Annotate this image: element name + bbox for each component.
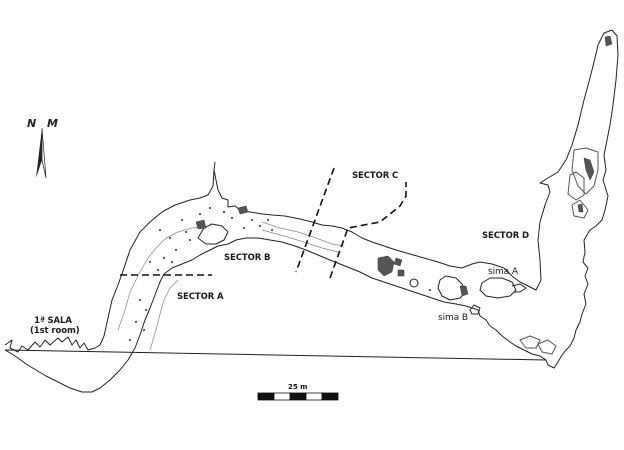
- boulder-sector-c-large: [377, 255, 395, 277]
- label-sector-d: SECTOR D: [482, 231, 529, 241]
- sector-c-inner: [261, 221, 345, 247]
- sinkhole-circle: [409, 278, 419, 288]
- cave-outline-north: [4, 29, 619, 353]
- scale-bar: [257, 392, 339, 401]
- boulder-sector-c-3: [397, 269, 405, 277]
- north-arrow: [36, 127, 47, 179]
- scale-bar-label: 25 m: [288, 383, 308, 391]
- boulder-sector-a: [195, 219, 207, 230]
- sector-d-feature-2: [567, 171, 585, 201]
- label-sector-c: SECTOR C: [352, 171, 399, 181]
- cave-outline-east: [545, 154, 609, 369]
- sector-c-inner-2: [261, 229, 339, 253]
- label-first-room-line2: (1st room): [30, 326, 80, 336]
- label-sima-a: sima A: [488, 267, 518, 277]
- cave-outline-south: [4, 237, 547, 393]
- sima-a-loop: [511, 283, 527, 293]
- boulder-north-end: [604, 35, 613, 47]
- sector-d-feature-1: [571, 147, 599, 195]
- sima-b-step: [469, 304, 481, 315]
- boulder-sector-b: [237, 205, 249, 215]
- divider-sector-b-c: [295, 167, 335, 273]
- south-chamber-1: [519, 335, 541, 349]
- north-label: N: [27, 117, 37, 130]
- label-sector-b: SECTOR B: [224, 253, 271, 263]
- inner-ledge-2: [149, 279, 179, 351]
- label-sector-a: SECTOR A: [177, 292, 224, 302]
- boulder-sector-c-small: [393, 257, 403, 267]
- boulder-sima-b: [459, 285, 469, 297]
- label-first-room-line1: 1ª SALA: [34, 316, 72, 326]
- label-first-room: 1ª SALA (1st room): [30, 316, 80, 336]
- sector-b-pocket: [197, 223, 229, 245]
- label-sima-b: sima B: [438, 313, 468, 323]
- boulder-sector-d-1: [583, 157, 595, 181]
- magnetic-label: M: [47, 117, 58, 130]
- south-chamber-2: [537, 339, 557, 355]
- inner-ledge: [117, 225, 206, 331]
- divider-sector-c-d: [329, 182, 407, 279]
- boulder-sector-d-2: [577, 203, 584, 213]
- sima-a-chamber: [479, 277, 517, 299]
- debris-dots: [129, 207, 431, 341]
- sector-d-feature-3: [571, 199, 589, 219]
